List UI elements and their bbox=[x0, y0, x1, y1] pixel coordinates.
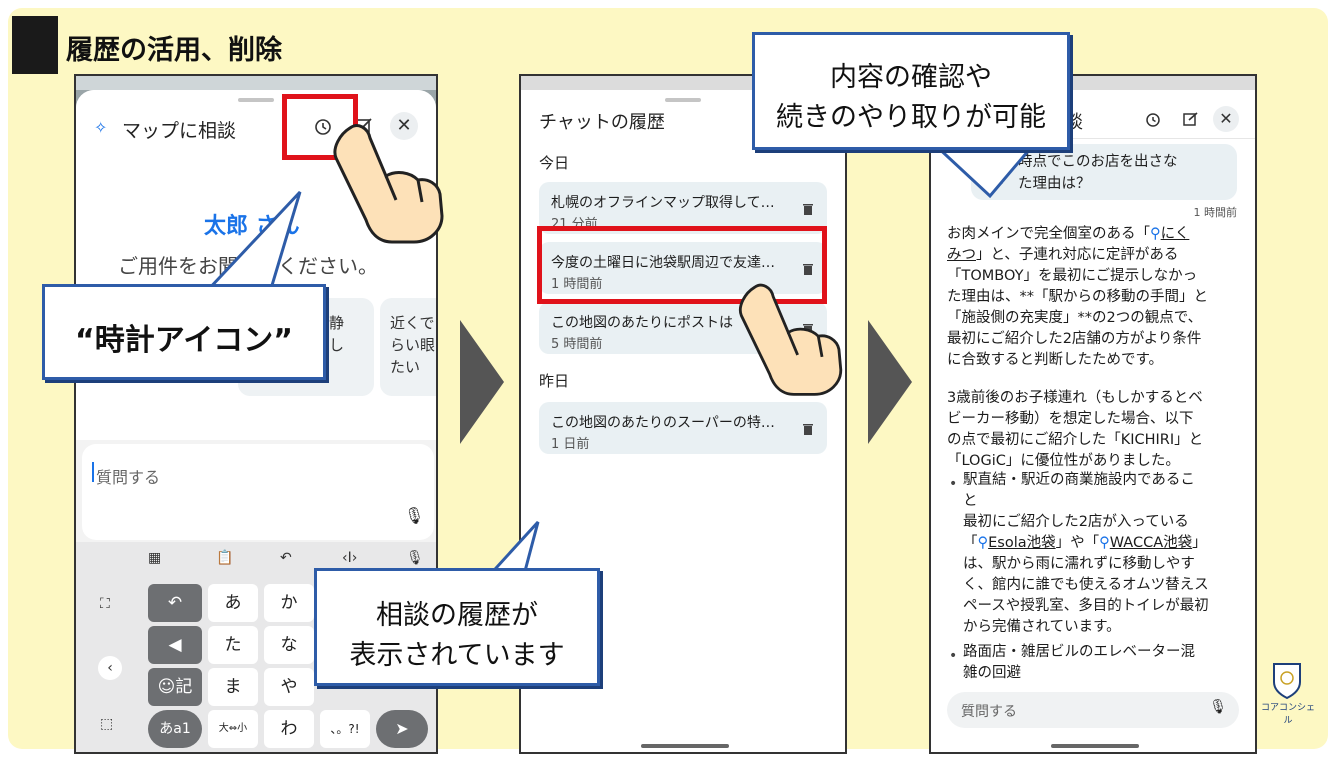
key[interactable]: な bbox=[264, 626, 314, 664]
key-punct[interactable]: 、。?! bbox=[320, 710, 370, 748]
trash-icon[interactable] bbox=[803, 203, 813, 215]
close-icon[interactable]: ✕ bbox=[1213, 106, 1239, 132]
key[interactable]: わ bbox=[264, 710, 314, 748]
question-input[interactable]: 質問する 🎙 bbox=[82, 444, 434, 540]
clipboard-icon[interactable]: 📋 bbox=[216, 550, 234, 566]
history-icon[interactable] bbox=[308, 112, 338, 142]
callout-tail bbox=[202, 190, 302, 294]
undo-icon[interactable]: ↶ bbox=[280, 550, 292, 566]
history-item[interactable]: この地図のあたりのスーパーの特… 1 日前 bbox=[539, 402, 827, 454]
history-item[interactable]: 今度の土曜日に池袋駅周辺で友達… 1 時間前 bbox=[539, 242, 827, 294]
sparkle-icon: ✧ bbox=[94, 118, 108, 137]
trash-icon[interactable] bbox=[803, 423, 813, 435]
header-title: マップに相談 bbox=[122, 120, 237, 142]
key-abc[interactable]: あa1 bbox=[148, 710, 202, 748]
title-marker bbox=[12, 16, 58, 74]
key[interactable]: ま bbox=[208, 668, 258, 706]
shield-icon bbox=[1273, 663, 1301, 700]
map-background bbox=[76, 76, 436, 90]
suggestion-chip[interactable]: 近くで らい眼 たい bbox=[380, 298, 436, 396]
sheet-handle[interactable] bbox=[238, 98, 274, 102]
slide-title: 履歴の活用、削除 bbox=[66, 35, 282, 66]
highlight-history-item bbox=[537, 226, 827, 304]
edit-icon[interactable] bbox=[1179, 108, 1203, 132]
history-icon[interactable] bbox=[1141, 108, 1165, 132]
callout-content-check: 内容の確認や 続きのやり取りが可能 bbox=[752, 32, 1070, 150]
key-emoji[interactable]: ☺記 bbox=[148, 668, 202, 706]
cursor-icon[interactable]: ‹I› bbox=[342, 550, 358, 566]
callout-history-shown: 相談の履歴が 表示されています bbox=[314, 568, 600, 686]
key[interactable]: か bbox=[264, 584, 314, 622]
key[interactable]: た bbox=[208, 626, 258, 664]
select-icon[interactable]: ⬚ bbox=[100, 716, 114, 732]
phone-chat-detail: 談 ✕ きの時点でこのお店を出さな か た理由は？ 1 時間前 お肉メインで完全… bbox=[929, 74, 1257, 754]
trash-icon[interactable] bbox=[803, 263, 813, 275]
grid-icon[interactable]: ▦ bbox=[148, 550, 162, 566]
key-left[interactable]: ◀ bbox=[148, 626, 202, 664]
callout-clock-icon: “時計アイコン” bbox=[42, 284, 326, 380]
section-yesterday: 昨日 bbox=[539, 372, 570, 390]
pointing-hand-icon bbox=[739, 283, 843, 396]
key[interactable]: あ bbox=[208, 584, 258, 622]
bullet-item: 路面店・雑居ビルのエレベーター混 雑の回避 bbox=[963, 644, 1195, 681]
next-arrow-icon bbox=[868, 320, 912, 444]
section-today: 今日 bbox=[539, 154, 570, 172]
next-arrow-icon bbox=[460, 320, 504, 444]
mic-icon[interactable]: 🎙 bbox=[406, 550, 424, 566]
message-time: 1 時間前 bbox=[1193, 206, 1238, 219]
chat-sheet: 談 ✕ きの時点でこのお店を出さな か た理由は？ 1 時間前 お肉メインで完全… bbox=[931, 90, 1255, 752]
bullet-item: 駅直結・駅近の商業施設内であるこ と 最初にご紹介した2店が入っている 「⚲Es… bbox=[963, 472, 1209, 635]
history-title: チャットの履歴 bbox=[539, 112, 665, 133]
home-bar bbox=[1051, 744, 1139, 748]
answer-paragraph: お肉メインで完全個室のある「⚲にく みつ」と、子連れ対応に定評がある 「TOMB… bbox=[947, 226, 1208, 368]
bullet-dot: • bbox=[949, 476, 958, 492]
answer-paragraph: 3歳前後のお子様連れ（もしかするとベ ビーカー移動）を想定した場合、以下 の点で… bbox=[947, 390, 1204, 469]
key-enter[interactable]: ➤ bbox=[376, 710, 428, 748]
back-icon[interactable]: ‹ bbox=[98, 656, 122, 680]
key-undo[interactable]: ↶ bbox=[148, 584, 202, 622]
bullet-dot: • bbox=[949, 648, 958, 664]
mic-icon[interactable]: 🎙 bbox=[404, 506, 425, 525]
pointing-hand-icon bbox=[333, 124, 444, 244]
expand-icon[interactable]: ⛶ bbox=[100, 596, 110, 612]
company-logo: コアコンシェル bbox=[1261, 660, 1315, 726]
key[interactable]: や bbox=[264, 668, 314, 706]
key-small[interactable]: 大⇔小 bbox=[208, 710, 258, 748]
home-bar bbox=[641, 744, 729, 748]
mic-icon[interactable]: 🎙 bbox=[1209, 699, 1227, 715]
question-input[interactable]: 質問する 🎙 bbox=[947, 692, 1239, 728]
close-icon[interactable]: ✕ bbox=[390, 112, 418, 140]
